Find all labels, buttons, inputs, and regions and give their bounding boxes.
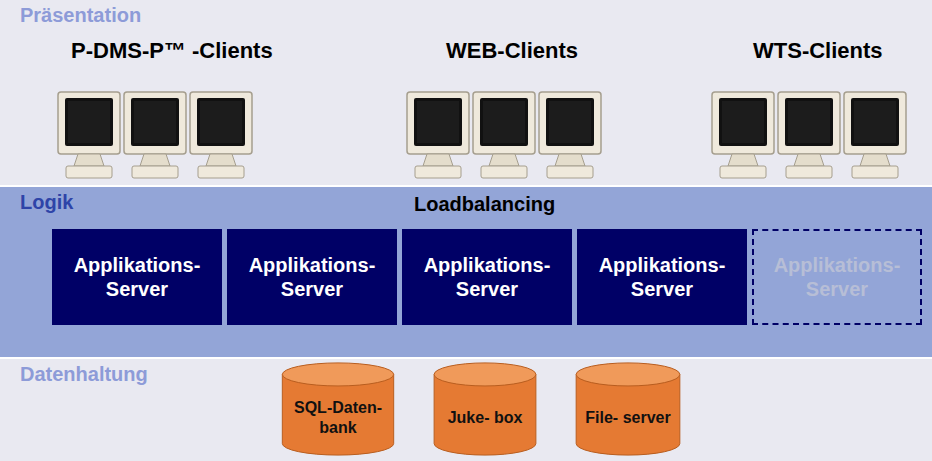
band-heading: Logik <box>20 191 73 214</box>
application-server: Applikations- Server <box>402 229 572 325</box>
presentation-band: Präsentation <box>0 0 932 185</box>
band-subheading: Loadbalancing <box>414 193 555 216</box>
application-server: Applikations- Server <box>227 229 397 325</box>
node-label: Applikations- Server <box>762 253 912 301</box>
database-cylinder: SQL-Daten- bank <box>280 361 396 457</box>
application-server: Applikations- Server <box>52 229 222 325</box>
client-group-label: P-DMS-P™ -Clients <box>71 38 273 64</box>
node-label: Juke- box <box>448 408 523 428</box>
node-label: Applikations- Server <box>235 253 389 301</box>
optional-application-server: Applikations- Server <box>752 229 922 325</box>
node-label: Applikations- Server <box>60 253 214 301</box>
storage-cylinder: Juke- box <box>432 361 538 457</box>
logic-band: Logik LoadbalancingApplikations- Server Ap… <box>0 187 932 357</box>
node-label: File- server <box>585 408 670 428</box>
band-heading: Datenhaltung <box>20 363 148 386</box>
node-label: Applikations- Server <box>585 253 739 301</box>
client-group-label: WEB-Clients <box>446 38 578 64</box>
client-monitors <box>0 0 932 185</box>
client-group-label: WTS-Clients <box>753 38 883 64</box>
band-heading: Präsentation <box>20 4 141 27</box>
data-band: DatenhaltungSQL-Daten- bank Juke- box File… <box>0 359 932 461</box>
node-label: Applikations- Server <box>410 253 564 301</box>
node-label: SQL-Daten- bank <box>286 398 390 438</box>
application-server: Applikations- Server <box>577 229 747 325</box>
storage-cylinder: File- server <box>574 361 682 457</box>
